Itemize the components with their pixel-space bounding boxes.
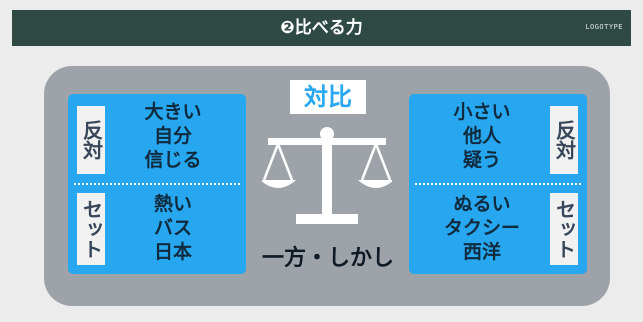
word-item: バス [153, 217, 192, 239]
word-item: 小さい [453, 101, 511, 123]
word-item: 熱い [153, 193, 192, 215]
right-tag-opposite: 反対 [550, 106, 578, 174]
word-item: 自分 [153, 125, 192, 147]
right-opposite-words: 小さい 他人 疑う [417, 100, 547, 172]
word-item: ぬるい [453, 193, 511, 215]
word-item: 疑う [462, 149, 501, 171]
right-tag-set: セット [550, 193, 578, 265]
header-bar: ❷比べる力 LOGOTYPE [12, 10, 631, 46]
right-card: 小さい 他人 疑う 反対 ぬるい タクシー 西洋 セット [409, 94, 587, 274]
word-item: 他人 [462, 125, 501, 147]
word-item: 日本 [153, 241, 192, 263]
comparison-panel: 反対 大きい 自分 信じる セット 熱い バス 日本 対比 一方・しかし [44, 66, 610, 306]
right-set-words: ぬるい タクシー 西洋 [417, 192, 547, 264]
balance-scale-icon [262, 127, 392, 224]
slide-title: ❷比べる力 [280, 18, 363, 38]
left-opposite-words: 大きい 自分 信じる [108, 100, 238, 172]
word-item: 信じる [144, 149, 202, 171]
word-item: 西洋 [462, 241, 501, 263]
right-dotted-divider [415, 183, 581, 185]
left-dotted-divider [74, 183, 240, 185]
word-item: タクシー [443, 217, 520, 239]
brand-logo: LOGOTYPE [585, 23, 623, 31]
left-set-words: 熱い バス 日本 [108, 192, 238, 264]
left-tag-set: セット [77, 193, 105, 265]
center-title: 対比 [290, 80, 366, 114]
left-tag-opposite: 反対 [77, 106, 105, 174]
left-card: 反対 大きい 自分 信じる セット 熱い バス 日本 [68, 94, 246, 274]
center-caption: 一方・しかし [261, 246, 394, 271]
word-item: 大きい [144, 101, 202, 123]
